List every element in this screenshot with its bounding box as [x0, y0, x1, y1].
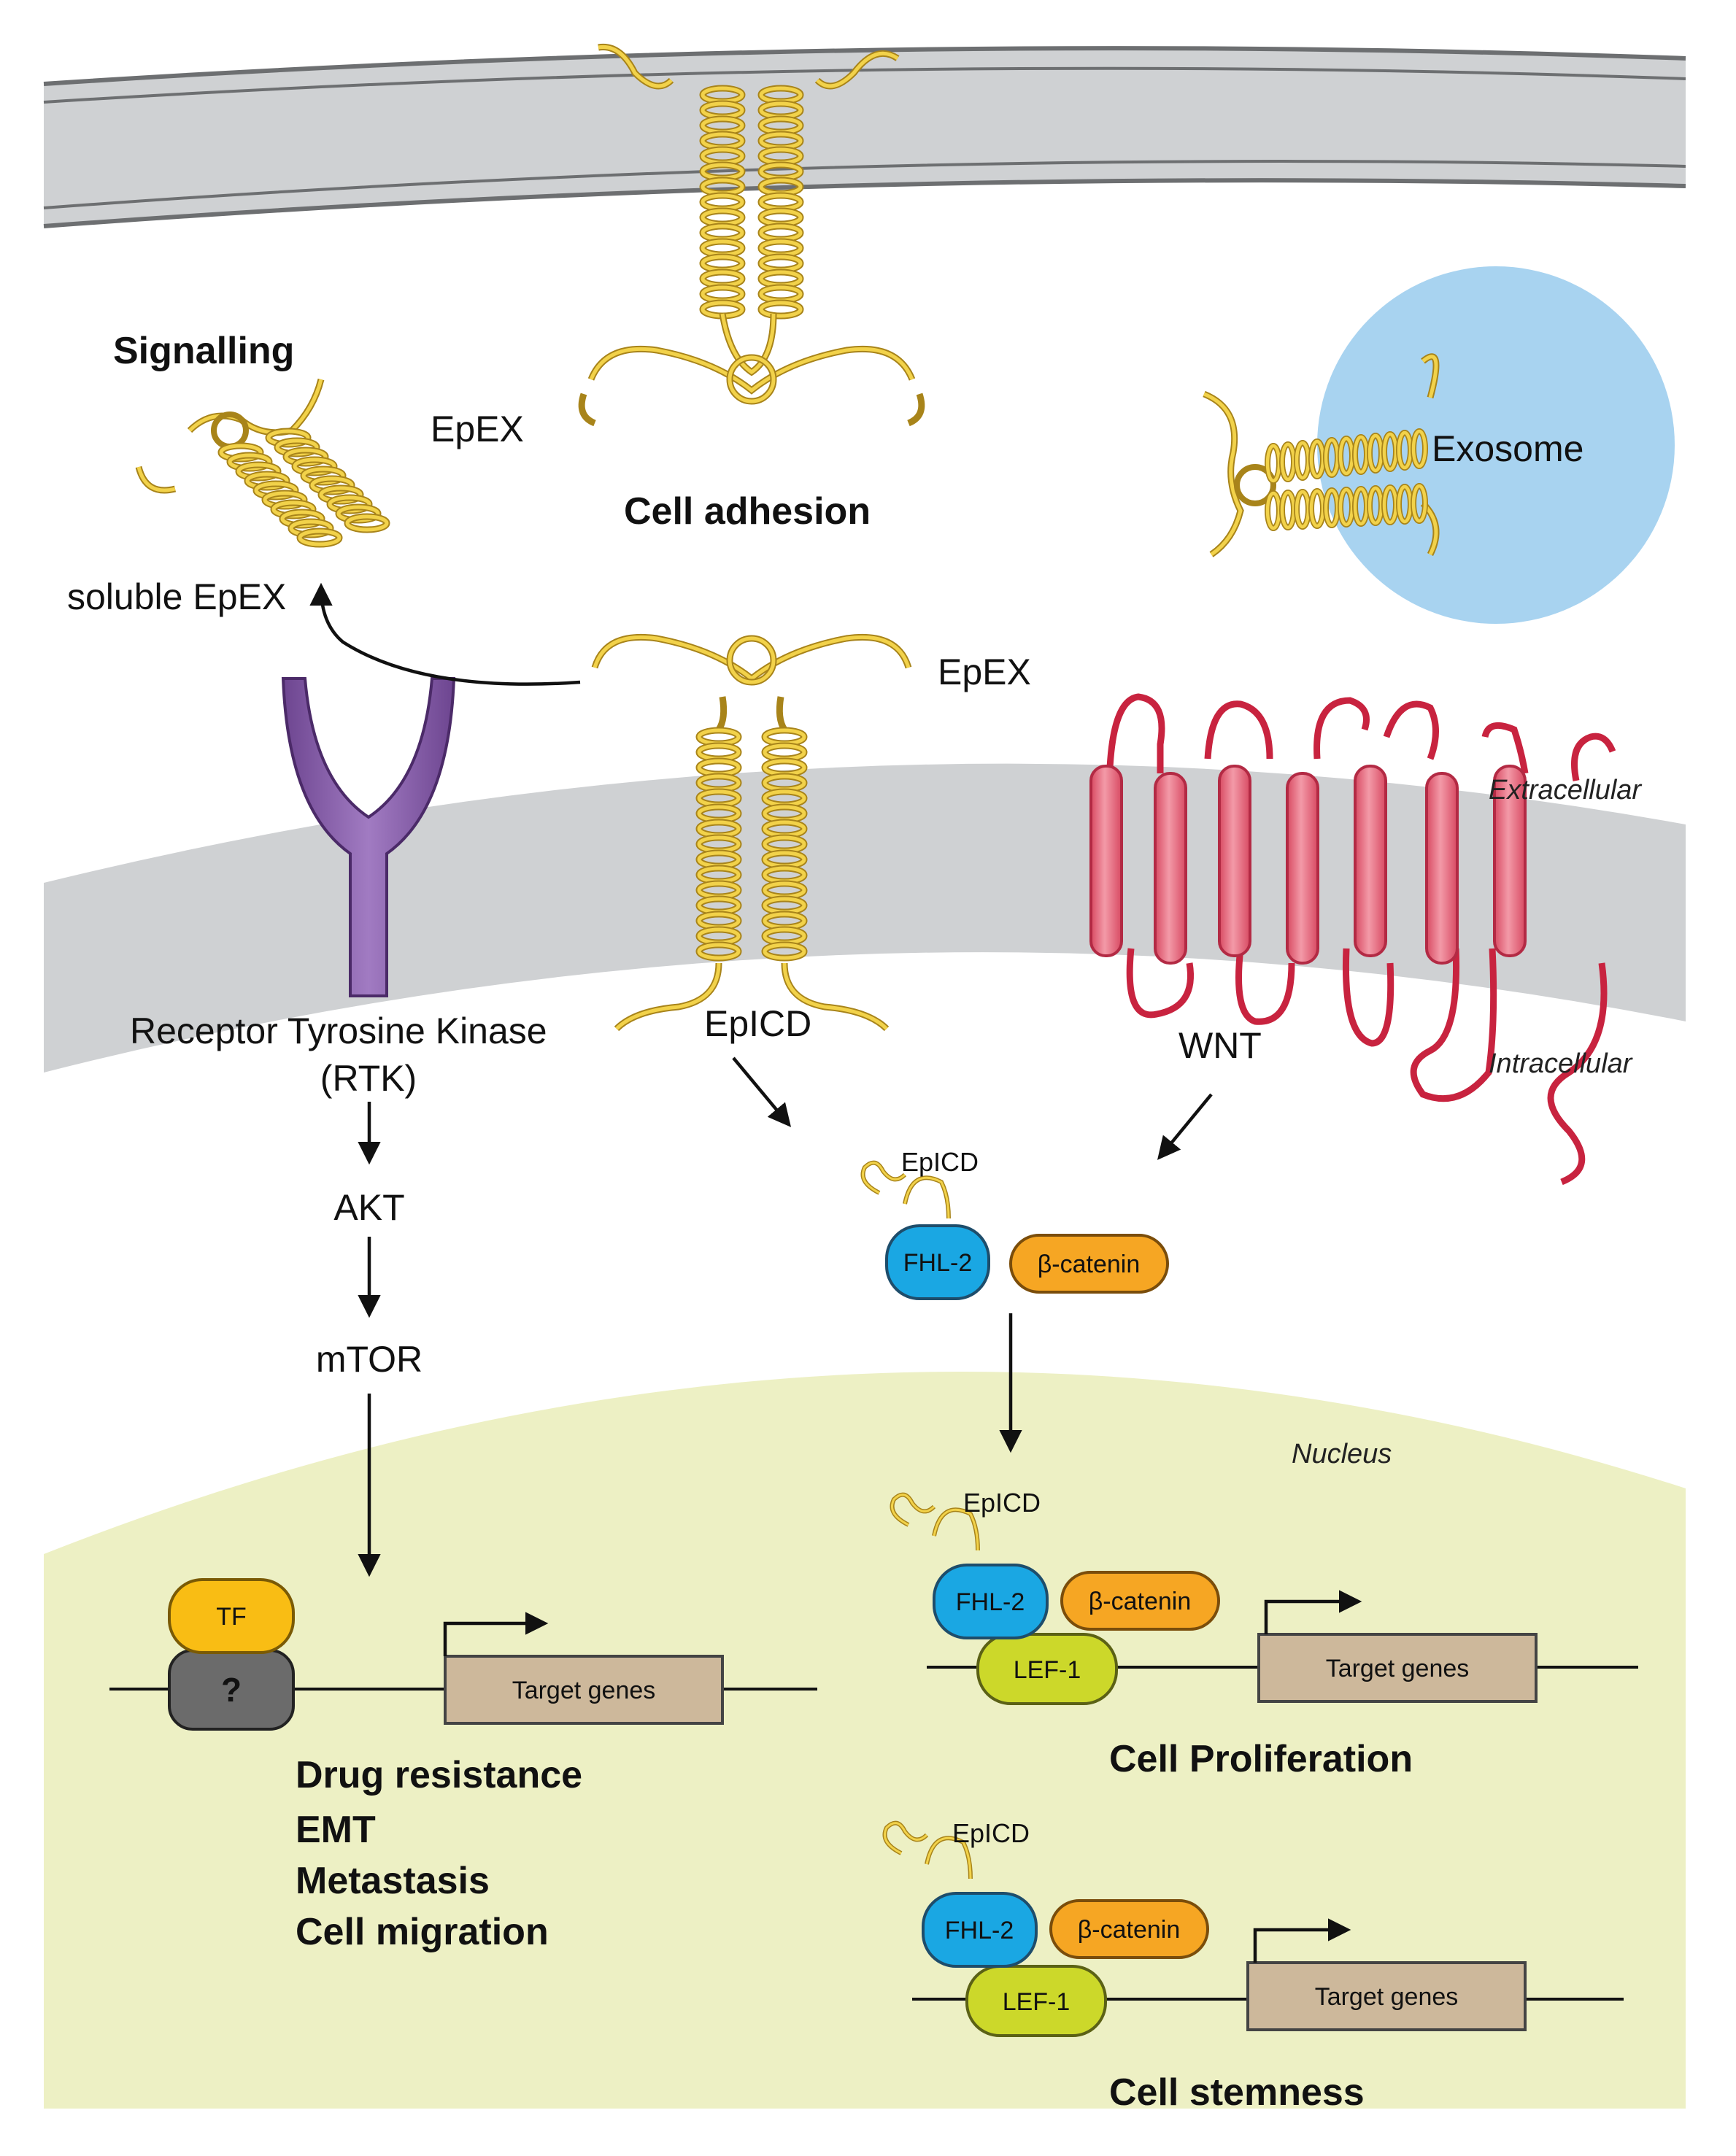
rtk-label-line2: (RTK) [320, 1058, 417, 1099]
intracellular-label: Intracellular [1489, 1048, 1633, 1079]
arrow-cleavage-to-soluble-epex [309, 582, 581, 686]
lef1-label: LEF-1 [1003, 1988, 1070, 2016]
beta-catenin-protein [1060, 1571, 1220, 1631]
outcome-cell-migration: Cell migration [296, 1911, 549, 1953]
nucleus-label: Nucleus [1292, 1439, 1392, 1469]
fhl2-protein [885, 1224, 990, 1300]
epcam-dimer-icon [578, 43, 925, 427]
target-genes-label: Target genes [1315, 1983, 1459, 2011]
cell-membrane [44, 763, 1686, 1073]
target-genes-box [1246, 1961, 1527, 2031]
transcription-start-arrow [1253, 1918, 1351, 1963]
beta-catenin-protein [1009, 1234, 1169, 1294]
cell-adhesion-label: Cell adhesion [624, 490, 871, 533]
fhl2-protein [933, 1564, 1049, 1639]
target-genes-box [1257, 1633, 1538, 1703]
epex-top-label: EpEX [431, 409, 524, 449]
nucleus [44, 1372, 1686, 2109]
fhl2-label: FHL-2 [956, 1588, 1025, 1616]
rtk-receptor-icon [281, 677, 456, 997]
lef1-label: LEF-1 [1014, 1656, 1081, 1684]
exosome-label: Exosome [1432, 428, 1583, 469]
fhl2-label: FHL-2 [945, 1917, 1014, 1944]
proliferation-complex [890, 1492, 1638, 1705]
rtk-label-line1: Receptor Tyrosine Kinase [130, 1011, 547, 1051]
arrow-wnt-to-complex [1157, 1093, 1213, 1160]
outcome-drug-resistance: Drug resistance [296, 1754, 582, 1796]
rtk-nuclear-complex [109, 1578, 817, 1731]
beta-catenin-label: β-catenin [1038, 1251, 1141, 1278]
beta-catenin-protein [1049, 1899, 1209, 1959]
wnt-label: WNT [1178, 1025, 1262, 1066]
outcome-emt: EMT [296, 1809, 376, 1851]
soluble-epex-label: soluble EpEX [67, 576, 286, 617]
epex-membrane-label: EpEX [938, 652, 1031, 692]
transcription-start-arrow [1264, 1590, 1362, 1634]
lef1-protein [965, 1965, 1107, 2037]
akt-label: AKT [333, 1187, 404, 1228]
tf-label: TF [216, 1603, 247, 1631]
outcome-cell-stemness: Cell stemness [1109, 2071, 1365, 2114]
soluble-epex-icon [135, 378, 387, 544]
target-genes-label: Target genes [512, 1677, 656, 1704]
epcam-membrane-dimer-icon [591, 633, 912, 1032]
stemness-complex [882, 1820, 1624, 2037]
outcome-metastasis: Metastasis [296, 1860, 490, 1902]
extracellular-label: Extracellular [1489, 775, 1642, 805]
beta-catenin-label: β-catenin [1089, 1588, 1192, 1615]
upper-cell-membrane [43, 46, 1686, 228]
fhl2-label: FHL-2 [903, 1249, 972, 1277]
epicd-cytoplasm-label: EpICD [901, 1147, 979, 1177]
cytoplasmic-complex [860, 1160, 1169, 1300]
epicd-stemness-label: EpICD [952, 1818, 1030, 1848]
beta-catenin-label: β-catenin [1078, 1916, 1181, 1944]
mtor-label: mTOR [316, 1339, 423, 1380]
tf-protein [168, 1578, 295, 1654]
exosome-icon [1203, 266, 1675, 624]
wnt-frizzled-receptor-icon [1089, 693, 1616, 1186]
transcription-start-arrow [443, 1612, 549, 1656]
target-genes-label: Target genes [1326, 1655, 1470, 1682]
epicd-membrane-label: EpICD [704, 1003, 811, 1044]
signalling-label: Signalling [113, 330, 294, 372]
arrows [309, 582, 1213, 1577]
fhl2-protein [922, 1892, 1038, 1968]
epicd-proliferation-label: EpICD [963, 1488, 1041, 1518]
target-genes-box [444, 1655, 724, 1725]
lef1-protein [976, 1633, 1118, 1705]
unknown-factor-label: ? [221, 1671, 242, 1709]
arrow-epicd-to-complex [732, 1056, 792, 1127]
outcome-cell-proliferation: Cell Proliferation [1109, 1738, 1413, 1780]
